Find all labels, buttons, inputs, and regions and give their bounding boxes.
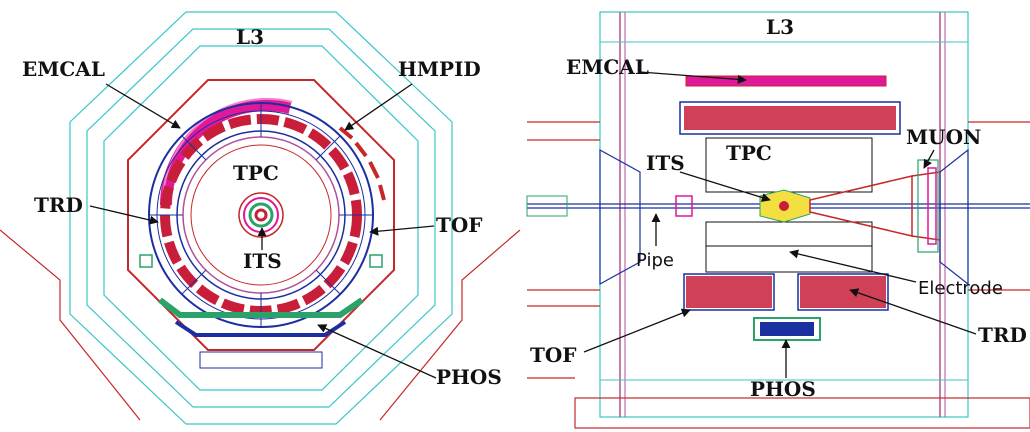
left-label-phos: PHOS [436, 365, 502, 389]
right-side-view: L3 EMCAL MUON ITS TPC Pipe Electrode TOF… [526, 11, 1030, 429]
sector-spokes [149, 103, 373, 327]
right-its [759, 189, 811, 223]
right-phos [753, 317, 821, 341]
tpc-inner-field [190, 144, 332, 286]
pipe-flange [675, 195, 693, 217]
left-label-hmpid: HMPID [398, 57, 481, 81]
right-label-tpc: TPC [726, 141, 772, 165]
right-base-frame [527, 121, 1030, 429]
side-boxes [139, 254, 383, 268]
left-label-trd: TRD [34, 193, 83, 217]
right-label-tof: TOF [530, 343, 577, 367]
left-leader-arrows [89, 83, 437, 379]
right-label-trd: TRD [978, 323, 1027, 347]
hmpid-modules [338, 126, 386, 201]
right-label-electrode: Electrode [918, 278, 1003, 299]
phos-modules [158, 297, 364, 369]
right-label-muon: MUON [906, 125, 981, 149]
right-trd-lower [683, 273, 889, 311]
left-label-l3: L3 [236, 25, 264, 49]
left-label-emcal: EMCAL [22, 57, 105, 81]
right-label-l3: L3 [766, 15, 794, 39]
muon-absorber [809, 167, 941, 245]
left-label-its: ITS [243, 249, 282, 273]
right-tpc-body [705, 137, 873, 273]
end-caps [599, 148, 969, 286]
inner-red-octagon [127, 79, 395, 351]
left-label-tpc: TPC [233, 161, 279, 185]
left-label-tof: TOF [436, 213, 483, 237]
l3-magnet-outline [69, 11, 453, 425]
emcal-arc [160, 99, 292, 206]
right-leader-arrows [583, 71, 977, 378]
outer-frame-lines [0, 229, 521, 421]
right-label-phos: PHOS [750, 377, 816, 401]
left-end-view: L3 EMCAL HMPID TPC TRD TOF ITS PHOS [0, 11, 521, 425]
right-trd-upper [679, 101, 901, 135]
right-emcal-bar [685, 75, 887, 87]
right-label-emcal: EMCAL [566, 55, 649, 79]
right-label-pipe: Pipe [636, 250, 674, 271]
right-label-its: ITS [646, 151, 685, 175]
